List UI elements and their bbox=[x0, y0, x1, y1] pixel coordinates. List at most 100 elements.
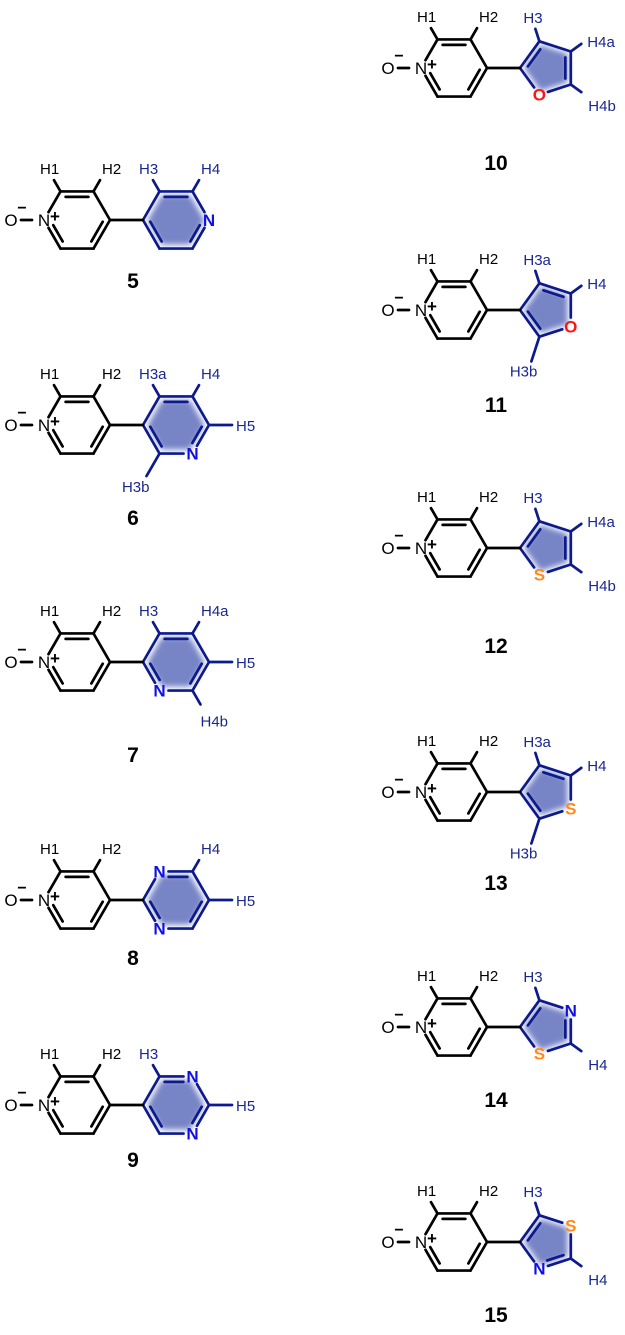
c-h-bond bbox=[569, 522, 583, 533]
c-h-bond bbox=[151, 383, 161, 398]
pyridine-ring-bond bbox=[469, 790, 489, 822]
n-oxide-oxygen: O bbox=[381, 59, 394, 78]
n-oxide-oxygen: O bbox=[381, 783, 394, 802]
pyridine-double-bond-line bbox=[51, 223, 64, 243]
pyridine-ring-bond bbox=[424, 554, 439, 578]
c-h-bond bbox=[534, 27, 541, 43]
compound-number: 12 bbox=[484, 635, 507, 658]
hydrogen-label: H1 bbox=[40, 1046, 59, 1063]
hydrogen-label: H2 bbox=[102, 841, 121, 858]
heteroaryl-ring-bond bbox=[191, 870, 211, 902]
hydrogen-label: H3 bbox=[523, 1184, 542, 1201]
oxygen-negative-charge: − bbox=[17, 880, 26, 897]
c-h-bond bbox=[469, 1200, 479, 1215]
n-oxide-nitrogen: N bbox=[38, 1096, 50, 1115]
n-oxide-oxygen: O bbox=[381, 1018, 394, 1037]
oxygen-negative-charge: − bbox=[394, 772, 403, 789]
c-h-bond bbox=[469, 506, 479, 521]
c-h-bond bbox=[534, 1201, 541, 1217]
c-h-bond bbox=[429, 750, 439, 765]
nitrogen-positive-charge: + bbox=[427, 779, 437, 798]
hydrogen-label: H3 bbox=[139, 1046, 158, 1063]
heteroaryl-ring-bond bbox=[191, 632, 211, 664]
pyridine-ring-bond bbox=[92, 1075, 112, 1107]
heteroatom-label: N bbox=[533, 1260, 545, 1279]
hydrogen-label: H1 bbox=[40, 161, 59, 178]
hydrogen-label: H4b bbox=[588, 578, 616, 595]
heteroaryl-double-bond-line bbox=[148, 425, 163, 448]
hydrogen-label: H4 bbox=[588, 1272, 607, 1289]
pyridine-double-bond-line bbox=[90, 662, 105, 685]
c-h-bond bbox=[569, 42, 583, 53]
heteroaryl-ring-bond bbox=[141, 423, 161, 455]
pyridine-ring-bond bbox=[469, 546, 489, 578]
hydrogen-label: H3b bbox=[122, 479, 150, 496]
pyridine-double-bond-line bbox=[428, 551, 441, 571]
heteroatom-label: O bbox=[564, 318, 577, 337]
hydrogen-label: H1 bbox=[40, 841, 59, 858]
pyridine-double-bond-line bbox=[428, 1030, 441, 1050]
n-oxide-nitrogen: N bbox=[415, 539, 427, 558]
heteroaryl-double-bond-line bbox=[526, 1221, 542, 1242]
c-h-bond bbox=[191, 689, 202, 706]
pyridine-ring-bond bbox=[92, 1103, 112, 1135]
heteroatom-label: N bbox=[203, 211, 215, 230]
c-h-bond bbox=[429, 506, 439, 521]
pyridine-ring-bond bbox=[424, 280, 439, 304]
heteroaryl-ring-bond bbox=[195, 1103, 211, 1128]
pyridine-double-bond-line bbox=[467, 1242, 482, 1265]
c-h-bond bbox=[92, 620, 102, 635]
n-oxide-oxygen: O bbox=[4, 211, 17, 230]
compound-number: 11 bbox=[485, 394, 508, 417]
heteroaryl-ring-bond bbox=[518, 39, 541, 70]
hydrogen-label: H1 bbox=[417, 9, 436, 26]
hydrogen-label: H4 bbox=[201, 366, 220, 383]
n-oxide-nitrogen: N bbox=[415, 1018, 427, 1037]
pyridine-ring-bond bbox=[424, 1248, 439, 1272]
heteroaryl-double-bond-line bbox=[542, 288, 565, 299]
hydrogen-label: H2 bbox=[479, 1183, 498, 1200]
heteroaryl-ring-bond bbox=[518, 66, 536, 89]
c-h-bond bbox=[92, 1063, 102, 1078]
heteroaryl-ring-bond bbox=[518, 546, 536, 569]
c-h-bond bbox=[530, 335, 541, 363]
pyridine-ring-bond bbox=[92, 632, 112, 664]
pyridine-ring-bond bbox=[92, 660, 112, 692]
c-h-bond bbox=[92, 858, 102, 873]
pyridine-ring-bond bbox=[424, 74, 439, 98]
pyridine-double-bond-line bbox=[467, 68, 482, 91]
hydrogen-label: H4 bbox=[201, 161, 220, 178]
heteroaryl-double-bond-line bbox=[148, 1105, 163, 1128]
heteroaryl-ring-bond bbox=[141, 660, 157, 685]
aromatic-ring-shading bbox=[147, 637, 205, 687]
pyridine-double-bond-line bbox=[90, 1105, 105, 1128]
pyridine-ring-bond bbox=[424, 38, 439, 62]
hydrogen-label: H4 bbox=[201, 841, 220, 858]
nitrogen-positive-charge: + bbox=[50, 649, 60, 668]
heteroaryl-ring-bond bbox=[538, 39, 573, 53]
heteroaryl-double-bond-line bbox=[148, 900, 161, 920]
n-oxide-nitrogen: N bbox=[38, 653, 50, 672]
heteroaryl-double-bond-line bbox=[191, 425, 204, 445]
oxygen-negative-charge: − bbox=[394, 528, 403, 545]
n-oxide-oxygen: O bbox=[381, 1233, 394, 1252]
heteroaryl-ring-bond bbox=[538, 327, 564, 339]
hydrogen-label: H2 bbox=[479, 968, 498, 985]
pyridine-double-bond-line bbox=[51, 903, 64, 923]
heteroatom-label: O bbox=[533, 86, 546, 105]
c-h-bond bbox=[469, 985, 479, 1000]
